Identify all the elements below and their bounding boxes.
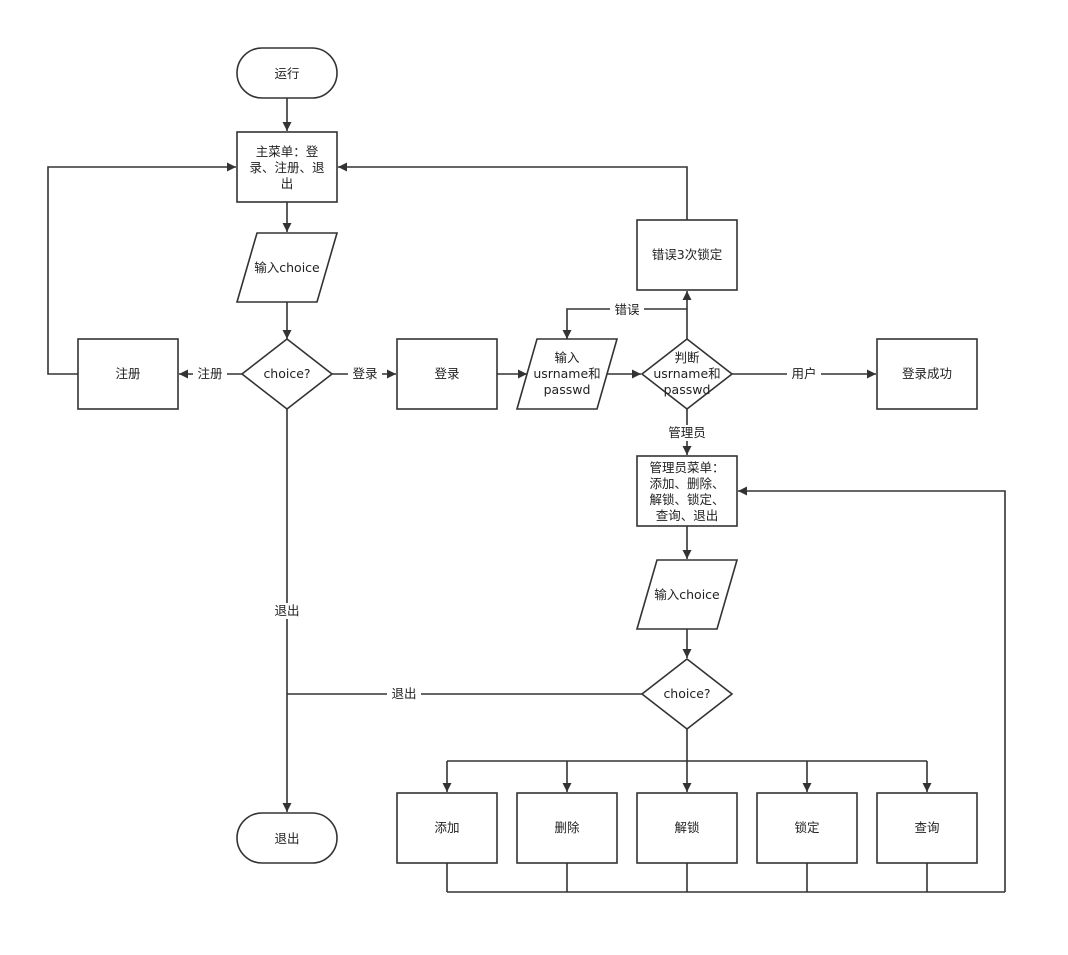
node-admin-menu-line-1: 管理员菜单： xyxy=(649,460,724,475)
node-input-user-line-2: usrname和 xyxy=(533,366,600,381)
node-register-label: 注册 xyxy=(115,366,140,381)
node-lock-label: 锁定 xyxy=(794,820,819,835)
node-register: 注册 xyxy=(77,338,179,410)
node-login: 登录 xyxy=(396,338,498,410)
node-add: 添加 xyxy=(396,792,498,864)
node-admin-menu-line-4: 查询、退出 xyxy=(656,508,719,523)
edge-error-to-input-user xyxy=(562,308,687,339)
edge-labels: 注册 登录 退出 错误 用户 管理员 退出 xyxy=(193,301,821,702)
edge-label-register: 注册 xyxy=(197,366,222,381)
node-login-label: 登录 xyxy=(434,366,459,381)
edge-register-to-menu xyxy=(47,162,236,375)
node-main-menu: 主菜单：登 录、注册、退 出 xyxy=(236,131,338,203)
node-admin-menu: 管理员菜单： 添加、删除、 解锁、锁定、 查询、退出 xyxy=(636,455,738,527)
node-input-user-line-3: passwd xyxy=(544,382,591,397)
node-lock: 锁定 xyxy=(756,792,858,864)
node-main-menu-line-2: 录、注册、退 xyxy=(249,160,325,175)
edge-label-admin-exit: 退出 xyxy=(391,686,416,701)
node-query-label: 查询 xyxy=(914,820,939,835)
node-input-user: 输入 usrname和 passwd xyxy=(515,338,619,410)
node-admin-menu-line-2: 添加、删除、 xyxy=(649,476,724,491)
node-unlock-label: 解锁 xyxy=(674,820,700,835)
node-add-label: 添加 xyxy=(434,820,459,835)
node-judge-line-1: 判断 xyxy=(674,350,699,365)
nodes: 运行 主菜单：登 录、注册、退 出 输入choice choice? 注册 登录 xyxy=(77,47,978,864)
node-delete-label: 删除 xyxy=(554,820,580,835)
node-choice-2: choice? xyxy=(640,657,734,731)
node-query: 查询 xyxy=(876,792,978,864)
edge-return-to-admin-menu xyxy=(738,486,1006,892)
edge-label-user: 用户 xyxy=(791,366,816,381)
node-login-success: 登录成功 xyxy=(876,338,978,410)
node-choice-1: choice? xyxy=(240,337,334,411)
node-judge-line-2: usrname和 xyxy=(653,366,720,381)
node-lock-3: 错误3次锁定 xyxy=(636,219,738,291)
node-judge-line-3: passwd xyxy=(664,382,711,397)
node-input-choice-2-label: 输入choice xyxy=(654,587,720,602)
node-main-menu-line-1: 主菜单：登 xyxy=(256,144,319,159)
node-input-choice-1: 输入choice xyxy=(235,232,339,303)
node-choice-1-label: choice? xyxy=(263,366,310,381)
node-delete: 删除 xyxy=(516,792,618,864)
node-exit: 退出 xyxy=(236,812,338,864)
node-start-label: 运行 xyxy=(274,66,299,81)
edge-label-admin: 管理员 xyxy=(668,425,706,440)
node-input-user-line-1: 输入 xyxy=(554,350,580,365)
node-login-success-label: 登录成功 xyxy=(902,366,952,381)
node-start: 运行 xyxy=(236,47,338,99)
edge-label-exit: 退出 xyxy=(274,603,299,618)
node-exit-label: 退出 xyxy=(274,831,299,846)
node-choice-2-label: choice? xyxy=(663,686,710,701)
node-judge: 判断 usrname和 passwd xyxy=(640,337,734,411)
node-lock-3-label: 错误3次锁定 xyxy=(652,247,722,262)
edge-lock3-to-menu xyxy=(338,162,688,220)
node-main-menu-line-3: 出 xyxy=(281,176,294,191)
edge-label-login: 登录 xyxy=(352,366,377,381)
edge-label-error: 错误 xyxy=(614,302,640,317)
node-input-choice-2: 输入choice xyxy=(635,559,739,630)
node-admin-menu-line-3: 解锁、锁定、 xyxy=(649,492,724,507)
node-input-choice-1-label: 输入choice xyxy=(254,260,320,275)
edges xyxy=(47,98,1006,893)
node-unlock: 解锁 xyxy=(636,792,738,864)
